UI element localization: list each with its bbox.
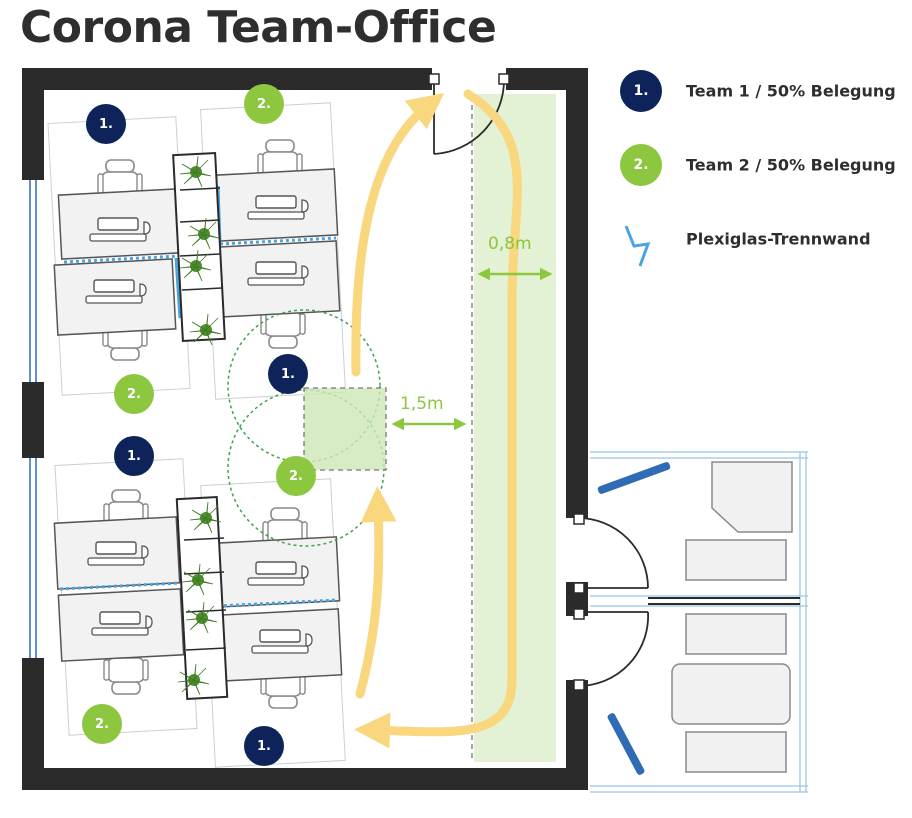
page-title: Corona Team-Office — [20, 2, 497, 53]
team1-badge: 1. — [114, 436, 154, 476]
side-room-doors — [577, 517, 800, 687]
side-room-furniture — [671, 461, 793, 773]
team1-badge: 1. — [86, 104, 126, 144]
corridor-width-label: 0,8m — [488, 234, 532, 254]
dimension-arrows — [391, 267, 553, 431]
legend-team2-badge: 2. — [620, 144, 662, 186]
team2-badge: 2. — [82, 704, 122, 744]
legend-team2-label: Team 2 / 50% Belegung — [686, 155, 896, 175]
team2-badge: 2. — [114, 374, 154, 414]
windows — [29, 180, 37, 658]
team2-badge: 2. — [244, 84, 284, 124]
legend-team1-badge: 1. — [620, 70, 662, 112]
legend-team1: 1. Team 1 / 50% Belegung — [620, 70, 896, 112]
legend-team2: 2. Team 2 / 50% Belegung — [620, 144, 896, 186]
distance-zone — [303, 387, 387, 471]
walls — [22, 68, 588, 790]
team1-badge: 1. — [268, 354, 308, 394]
team1-badge: 1. — [244, 726, 284, 766]
legend-team1-label: Team 1 / 50% Belegung — [686, 81, 896, 101]
walking-path — [351, 89, 522, 749]
team2-badge: 2. — [276, 456, 316, 496]
distance-label: 1,5m — [400, 394, 444, 414]
legend-divider-label: Plexiglas-Trennwand — [686, 229, 871, 249]
divider-legend-icon — [624, 225, 651, 267]
side-room — [590, 451, 808, 793]
legend-divider: Plexiglas-Trennwand — [620, 218, 871, 260]
